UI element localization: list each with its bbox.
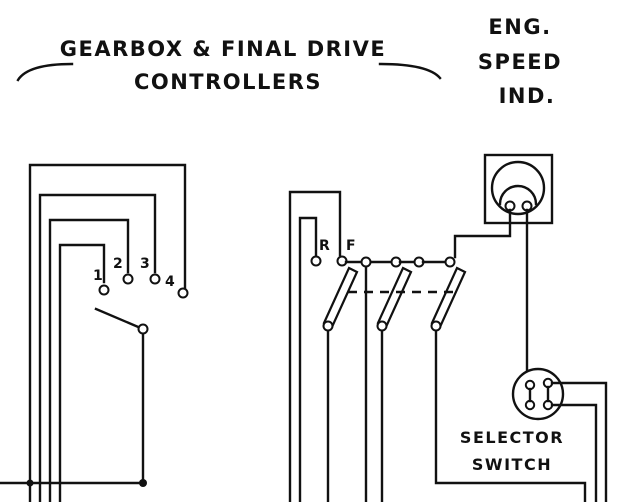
gearbox-switch-pivot [137, 323, 149, 335]
switch-terminal-a1 [360, 256, 372, 268]
gearbox-terminal-1 [98, 284, 110, 296]
indicator-label-line2: SPEED [478, 50, 562, 74]
heading-brace-left [16, 62, 74, 82]
junction-dot-left-bus [26, 479, 34, 487]
switch-pivot-2 [376, 320, 388, 332]
gearbox-position-4: 4 [165, 274, 175, 290]
gearbox-common-wire [0, 326, 145, 485]
selector-switch-label-line1: SELECTOR [460, 428, 564, 447]
indicator-wire-left [453, 208, 512, 259]
gearbox-wire-1 [58, 243, 106, 502]
switch-blade-1 [322, 266, 359, 329]
selector-switch: SELECTOR SWITCH [460, 367, 608, 502]
selector-switch-label-line2: SWITCH [472, 455, 552, 474]
final-drive-position-f: F [346, 238, 356, 254]
switch-blade-3 [430, 266, 467, 329]
indicator-case [483, 153, 554, 225]
gearbox-switch-blade [94, 307, 145, 331]
final-drive-controller: R F [288, 190, 587, 502]
selector-wire-out-1 [550, 381, 608, 502]
switch-pivot-1 [322, 320, 334, 332]
indicator-coil [498, 184, 538, 206]
controllers-heading: GEARBOX & FINAL DRIVE CONTROLLERS [16, 37, 442, 94]
controllers-heading-line2: CONTROLLERS [134, 70, 322, 94]
gearbox-terminal-3 [149, 273, 161, 285]
final-drive-terminal-r [310, 255, 322, 267]
gearbox-terminal-2 [122, 273, 134, 285]
gearbox-wire-3 [38, 193, 157, 502]
gearbox-controller: 1 2 3 4 [0, 163, 189, 502]
gearbox-position-2: 2 [113, 256, 123, 272]
reverse-wire-c [434, 329, 587, 502]
final-drive-wire-f [288, 190, 342, 502]
gearbox-wire-4 [28, 163, 187, 502]
gearbox-position-1: 1 [93, 268, 103, 284]
selector-wire-out-2 [550, 403, 598, 502]
final-drive-wire-r [298, 216, 318, 502]
indicator-dial [490, 160, 546, 216]
switch-terminal-b2 [444, 256, 456, 268]
switch-blade-2 [376, 266, 413, 329]
gearbox-position-3: 3 [140, 256, 150, 272]
engine-speed-indicator-label: ENG. SPEED IND. [478, 15, 562, 108]
controllers-heading-line1: GEARBOX & FINAL DRIVE [60, 37, 386, 61]
gearbox-terminal-4 [177, 287, 189, 299]
switch-pivot-3 [430, 320, 442, 332]
indicator-label-line3: IND. [499, 84, 556, 108]
heading-brace-right [378, 62, 442, 80]
selector-switch-body [511, 367, 565, 421]
indicator-label-line1: ENG. [488, 15, 551, 39]
junction-dot-gearbox [139, 479, 147, 487]
final-drive-position-r: R [319, 238, 330, 254]
engine-speed-indicator [453, 153, 554, 372]
gearbox-wire-2 [48, 218, 130, 502]
